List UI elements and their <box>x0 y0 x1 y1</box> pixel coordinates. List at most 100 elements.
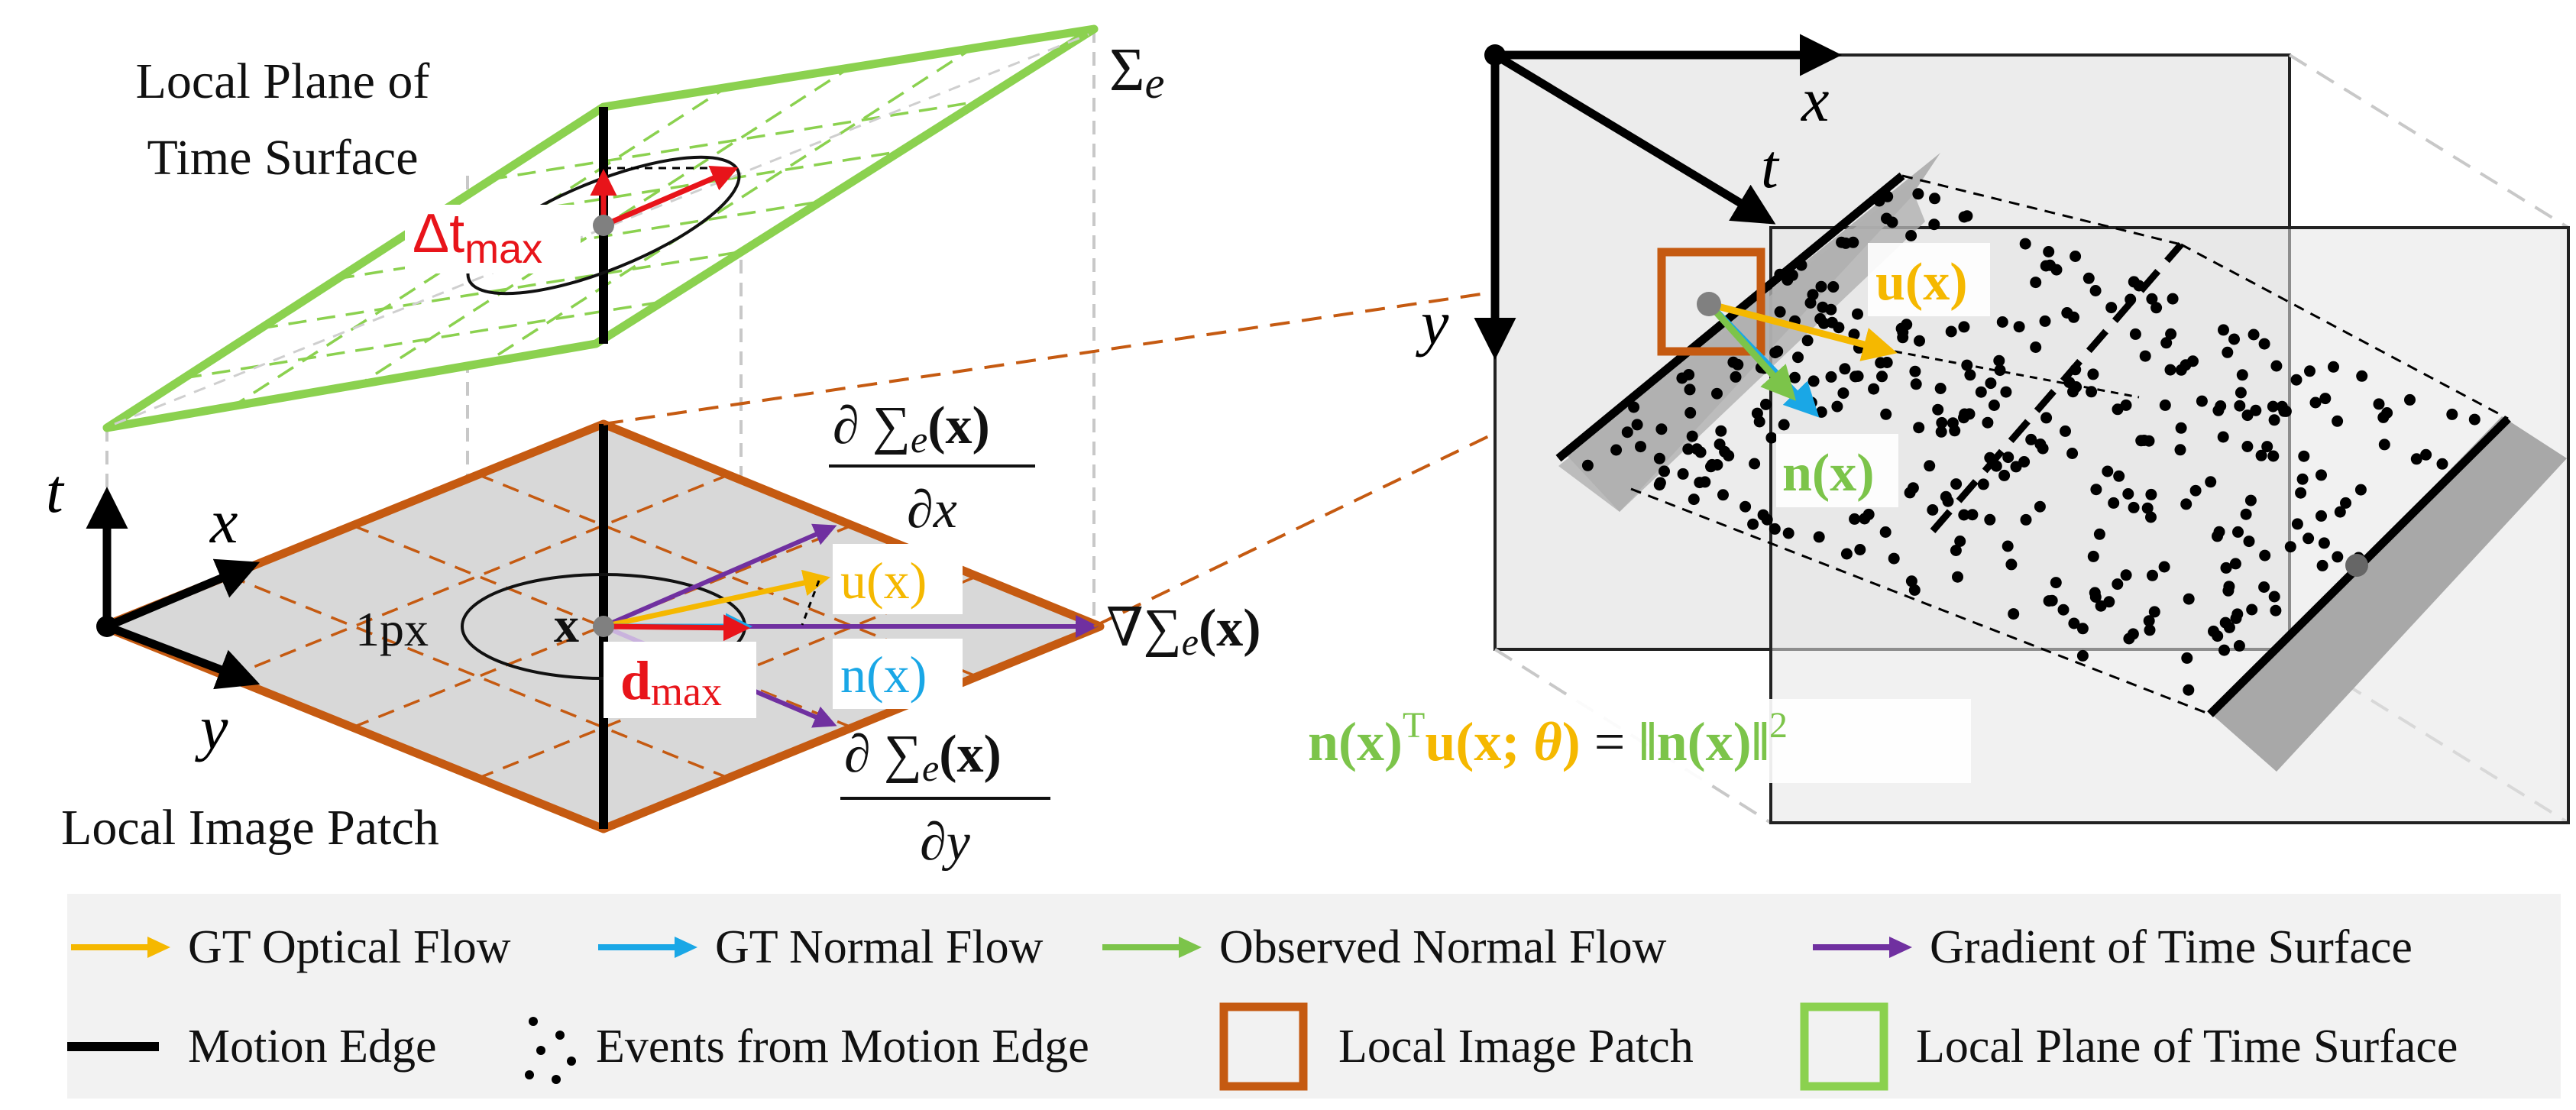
dots-icon <box>525 1017 576 1084</box>
event-dot <box>1852 308 1863 320</box>
event-dot <box>2183 684 2195 696</box>
event-dot <box>2315 469 2327 481</box>
event-dot <box>2090 484 2102 496</box>
event-dot <box>2241 441 2254 452</box>
event-dot <box>2420 448 2432 461</box>
event-dot <box>2377 411 2390 423</box>
event-dot <box>1581 459 1594 471</box>
event-dot <box>1873 195 1885 207</box>
event-dot <box>1849 513 1861 525</box>
event-dot <box>2208 625 2219 637</box>
event-dot <box>2087 550 2099 562</box>
event-dot <box>2089 285 2102 296</box>
event-dot <box>2070 364 2082 376</box>
event-dot <box>1804 297 1817 309</box>
event-dot <box>2165 328 2177 340</box>
orange-square-icon <box>1219 1002 1308 1091</box>
event-dot <box>2189 484 2202 497</box>
event-dot <box>2025 433 2037 445</box>
event-dot <box>2043 246 2055 257</box>
event-dot <box>2309 396 2322 409</box>
legend-label: Observed Normal Flow <box>1219 921 1667 973</box>
event-dot <box>1928 218 1940 231</box>
event-dot <box>2086 386 2098 398</box>
event-dot <box>1817 301 1829 313</box>
event-dot <box>2261 441 2273 453</box>
event-dot <box>2222 346 2234 358</box>
event-dot <box>2103 596 2115 608</box>
event-dot <box>1628 401 1640 413</box>
event-dot <box>1654 477 1666 489</box>
event-dot <box>2050 577 2062 589</box>
event-dot <box>2268 591 2280 603</box>
sigma-e-label: Σe <box>1109 37 1164 108</box>
event-dot <box>2020 513 2032 526</box>
event-dot <box>1699 476 1711 488</box>
event-dot <box>1778 419 1790 431</box>
event-dot <box>2258 581 2270 593</box>
event-dot <box>1717 489 1729 501</box>
event-dot <box>2037 442 2049 455</box>
event-dot <box>2235 387 2247 399</box>
event-dot <box>2248 328 2260 341</box>
event-dot <box>1935 426 1947 438</box>
event-dot <box>1788 371 1801 383</box>
event-dot <box>2270 360 2283 372</box>
event-dot <box>2174 444 2186 456</box>
event-dot <box>1815 280 1827 293</box>
event-dot <box>2244 494 2257 506</box>
event-dot <box>2218 324 2229 336</box>
legend-label: Local Plane of Time Surface <box>1916 1020 2458 1073</box>
event-dot <box>1975 386 1987 398</box>
event-dot <box>1659 465 1670 477</box>
event-dot <box>2133 280 2145 292</box>
event-dot <box>2340 497 2351 509</box>
event-dot <box>2105 302 2118 314</box>
event-dot <box>1840 237 1852 249</box>
event-dot <box>1988 400 2000 411</box>
event-dot <box>2093 528 2105 540</box>
svg-text:∂x: ∂x <box>907 481 957 539</box>
event-dot <box>2270 604 2282 616</box>
event-dot <box>2268 414 2280 426</box>
event-dot <box>1880 408 1892 420</box>
event-dot <box>2066 448 2079 459</box>
event-dot <box>2002 451 2015 464</box>
event-dot <box>1950 545 1962 556</box>
event-dot <box>1940 490 1952 503</box>
legend-label: Local Image Patch <box>1338 1020 1694 1073</box>
event-dot <box>2219 616 2231 629</box>
event-dot <box>1897 332 1909 344</box>
event-dot <box>2468 413 2481 426</box>
event-dot <box>2243 536 2255 548</box>
event-dot <box>1909 365 1921 377</box>
event-dot <box>2000 386 2012 398</box>
event-dot <box>1854 544 1866 555</box>
event-dot <box>1677 468 1689 480</box>
event-dot <box>1839 363 1851 375</box>
event-dot <box>1683 369 1695 380</box>
event-dot <box>1977 478 1989 490</box>
event-dot <box>1848 328 1860 341</box>
plane-title-line1: Local Plane of <box>136 53 430 109</box>
legend-item-motion-edge: Motion Edge <box>67 1001 436 1092</box>
event-dot <box>1984 513 1996 526</box>
event-dot <box>2002 540 2014 552</box>
event-dot <box>2255 449 2267 461</box>
event-dot <box>2113 470 2125 482</box>
event-dot <box>1910 378 1922 390</box>
plane-title-line2: Time Surface <box>147 130 418 186</box>
event-dot <box>2240 508 2252 520</box>
event-dot <box>1653 452 1665 464</box>
event-dot <box>2129 328 2141 340</box>
event-dot <box>2196 395 2208 407</box>
event-dot <box>2010 461 2022 473</box>
event-dot <box>1814 312 1827 325</box>
event-dot <box>1936 416 1948 429</box>
event-dot <box>1868 383 1880 395</box>
event-dot <box>1963 408 1976 420</box>
axes-left <box>86 487 261 690</box>
edge-band-front <box>2212 416 2567 772</box>
event-dot <box>2378 438 2390 451</box>
event-dot <box>1908 584 1921 596</box>
